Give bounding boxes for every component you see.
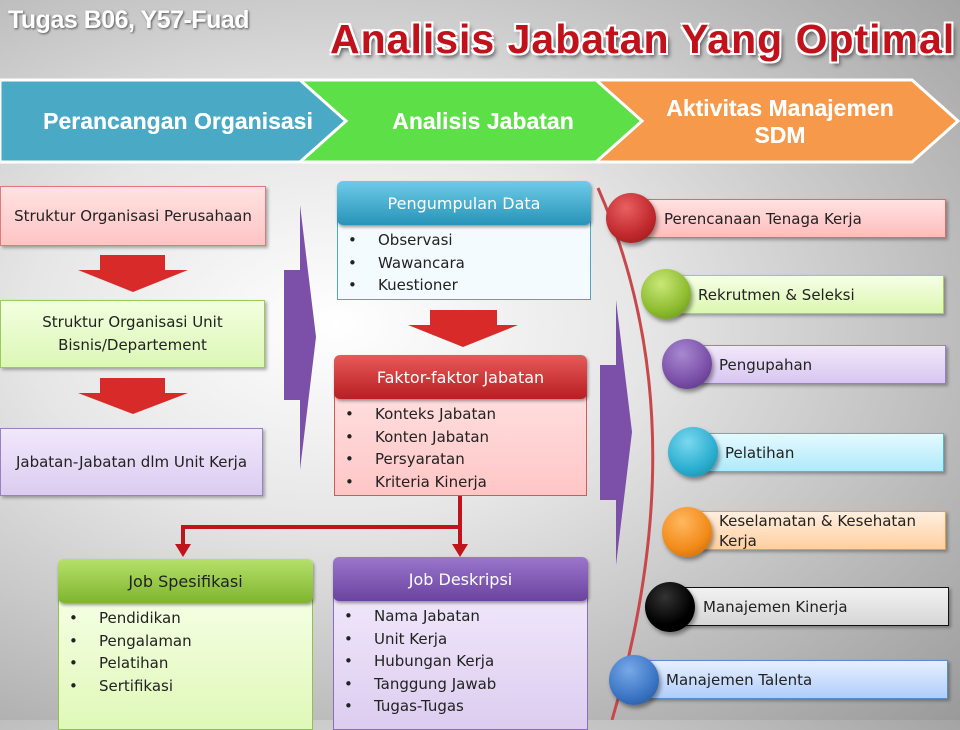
circle-purple-icon — [662, 339, 712, 389]
list-item: Nama Jabatan — [334, 605, 587, 628]
list-item: Pelatihan — [59, 652, 312, 675]
deskripsi-body: Nama JabatanUnit KerjaHubungan KerjaTang… — [333, 588, 588, 730]
list-item: Persyaratan — [335, 448, 586, 471]
circle-blue-icon — [609, 655, 659, 705]
activity-kinerja: Manajemen Kinerja — [670, 587, 949, 626]
list-item: Tugas-Tugas — [334, 695, 587, 718]
down-arrow-1 — [78, 255, 188, 292]
list-item: Sertifikasi — [59, 675, 312, 698]
circle-green-icon — [641, 269, 691, 319]
activity-pengupahan: Pengupahan — [687, 345, 946, 384]
arrowhead-deskripsi — [452, 544, 468, 557]
activity-keselamatan: Keselamatan & Kesehatan Kerja — [687, 511, 946, 550]
activity-curve — [596, 187, 655, 720]
stage-chevron-orange — [592, 78, 960, 164]
arrowhead-spesifikasi — [175, 544, 191, 557]
list-item: Pendidikan — [59, 607, 312, 630]
activity-rekrutmen: Rekrutmen & Seleksi — [666, 275, 944, 314]
spesifikasi-body: PendidikanPengalamanPelatihanSertifikasi — [58, 590, 313, 730]
red-connector — [181, 496, 462, 548]
purple-right-arrow-2 — [600, 300, 632, 565]
pengumpulan-header: Pengumpulan Data — [337, 181, 591, 225]
spesifikasi-header: Job Spesifikasi — [58, 559, 313, 603]
list-item: Observasi — [338, 229, 590, 252]
list-item: Tanggung Jawab — [334, 673, 587, 696]
list-item: Konten Jabatan — [335, 426, 586, 449]
pengumpulan-body: ObservasiWawancaraKuestioner — [337, 212, 591, 300]
down-arrow-3 — [408, 310, 518, 347]
org-box-perusahaan: Struktur Organisasi Perusahaan — [0, 186, 266, 246]
stage-analisis-jabatan: Analisis Jabatan — [392, 108, 574, 134]
circle-orange-icon — [662, 507, 712, 557]
down-arrow-2 — [78, 378, 188, 414]
circle-red-icon — [606, 193, 656, 243]
page-title: Analisis Jabatan Yang Optimal — [330, 16, 956, 62]
purple-right-arrow-1 — [284, 205, 316, 470]
list-item: Pengalaman — [59, 630, 312, 653]
faktor-body: Konteks JabatanKonten JabatanPersyaratan… — [334, 386, 587, 496]
activity-talenta: Manajemen Talenta — [634, 660, 948, 699]
stage-aktivitas-sdm: Aktivitas Manajemen SDM — [666, 94, 894, 148]
org-box-unit-bisnis: Struktur Organisasi Unit Bisnis/Departem… — [0, 300, 265, 368]
deskripsi-header: Job Deskripsi — [333, 557, 588, 601]
list-item: Hubungan Kerja — [334, 650, 587, 673]
list-item: Konteks Jabatan — [335, 403, 586, 426]
activity-perencanaan: Perencanaan Tenaga Kerja — [631, 199, 946, 238]
stage-perancangan-organisasi: Perancangan Organisasi — [43, 108, 313, 134]
activity-pelatihan: Pelatihan — [693, 433, 944, 472]
circle-black-icon — [645, 582, 695, 632]
circle-cyan-icon — [668, 427, 718, 477]
author-label: Tugas B06, Y57-Fuad — [8, 6, 250, 34]
list-item: Wawancara — [338, 252, 590, 275]
faktor-header: Faktor-faktor Jabatan — [334, 355, 587, 399]
list-item: Unit Kerja — [334, 628, 587, 651]
list-item: Kriteria Kinerja — [335, 471, 586, 494]
list-item: Kuestioner — [338, 274, 590, 297]
org-box-jabatan: Jabatan-Jabatan dlm Unit Kerja — [0, 428, 263, 496]
